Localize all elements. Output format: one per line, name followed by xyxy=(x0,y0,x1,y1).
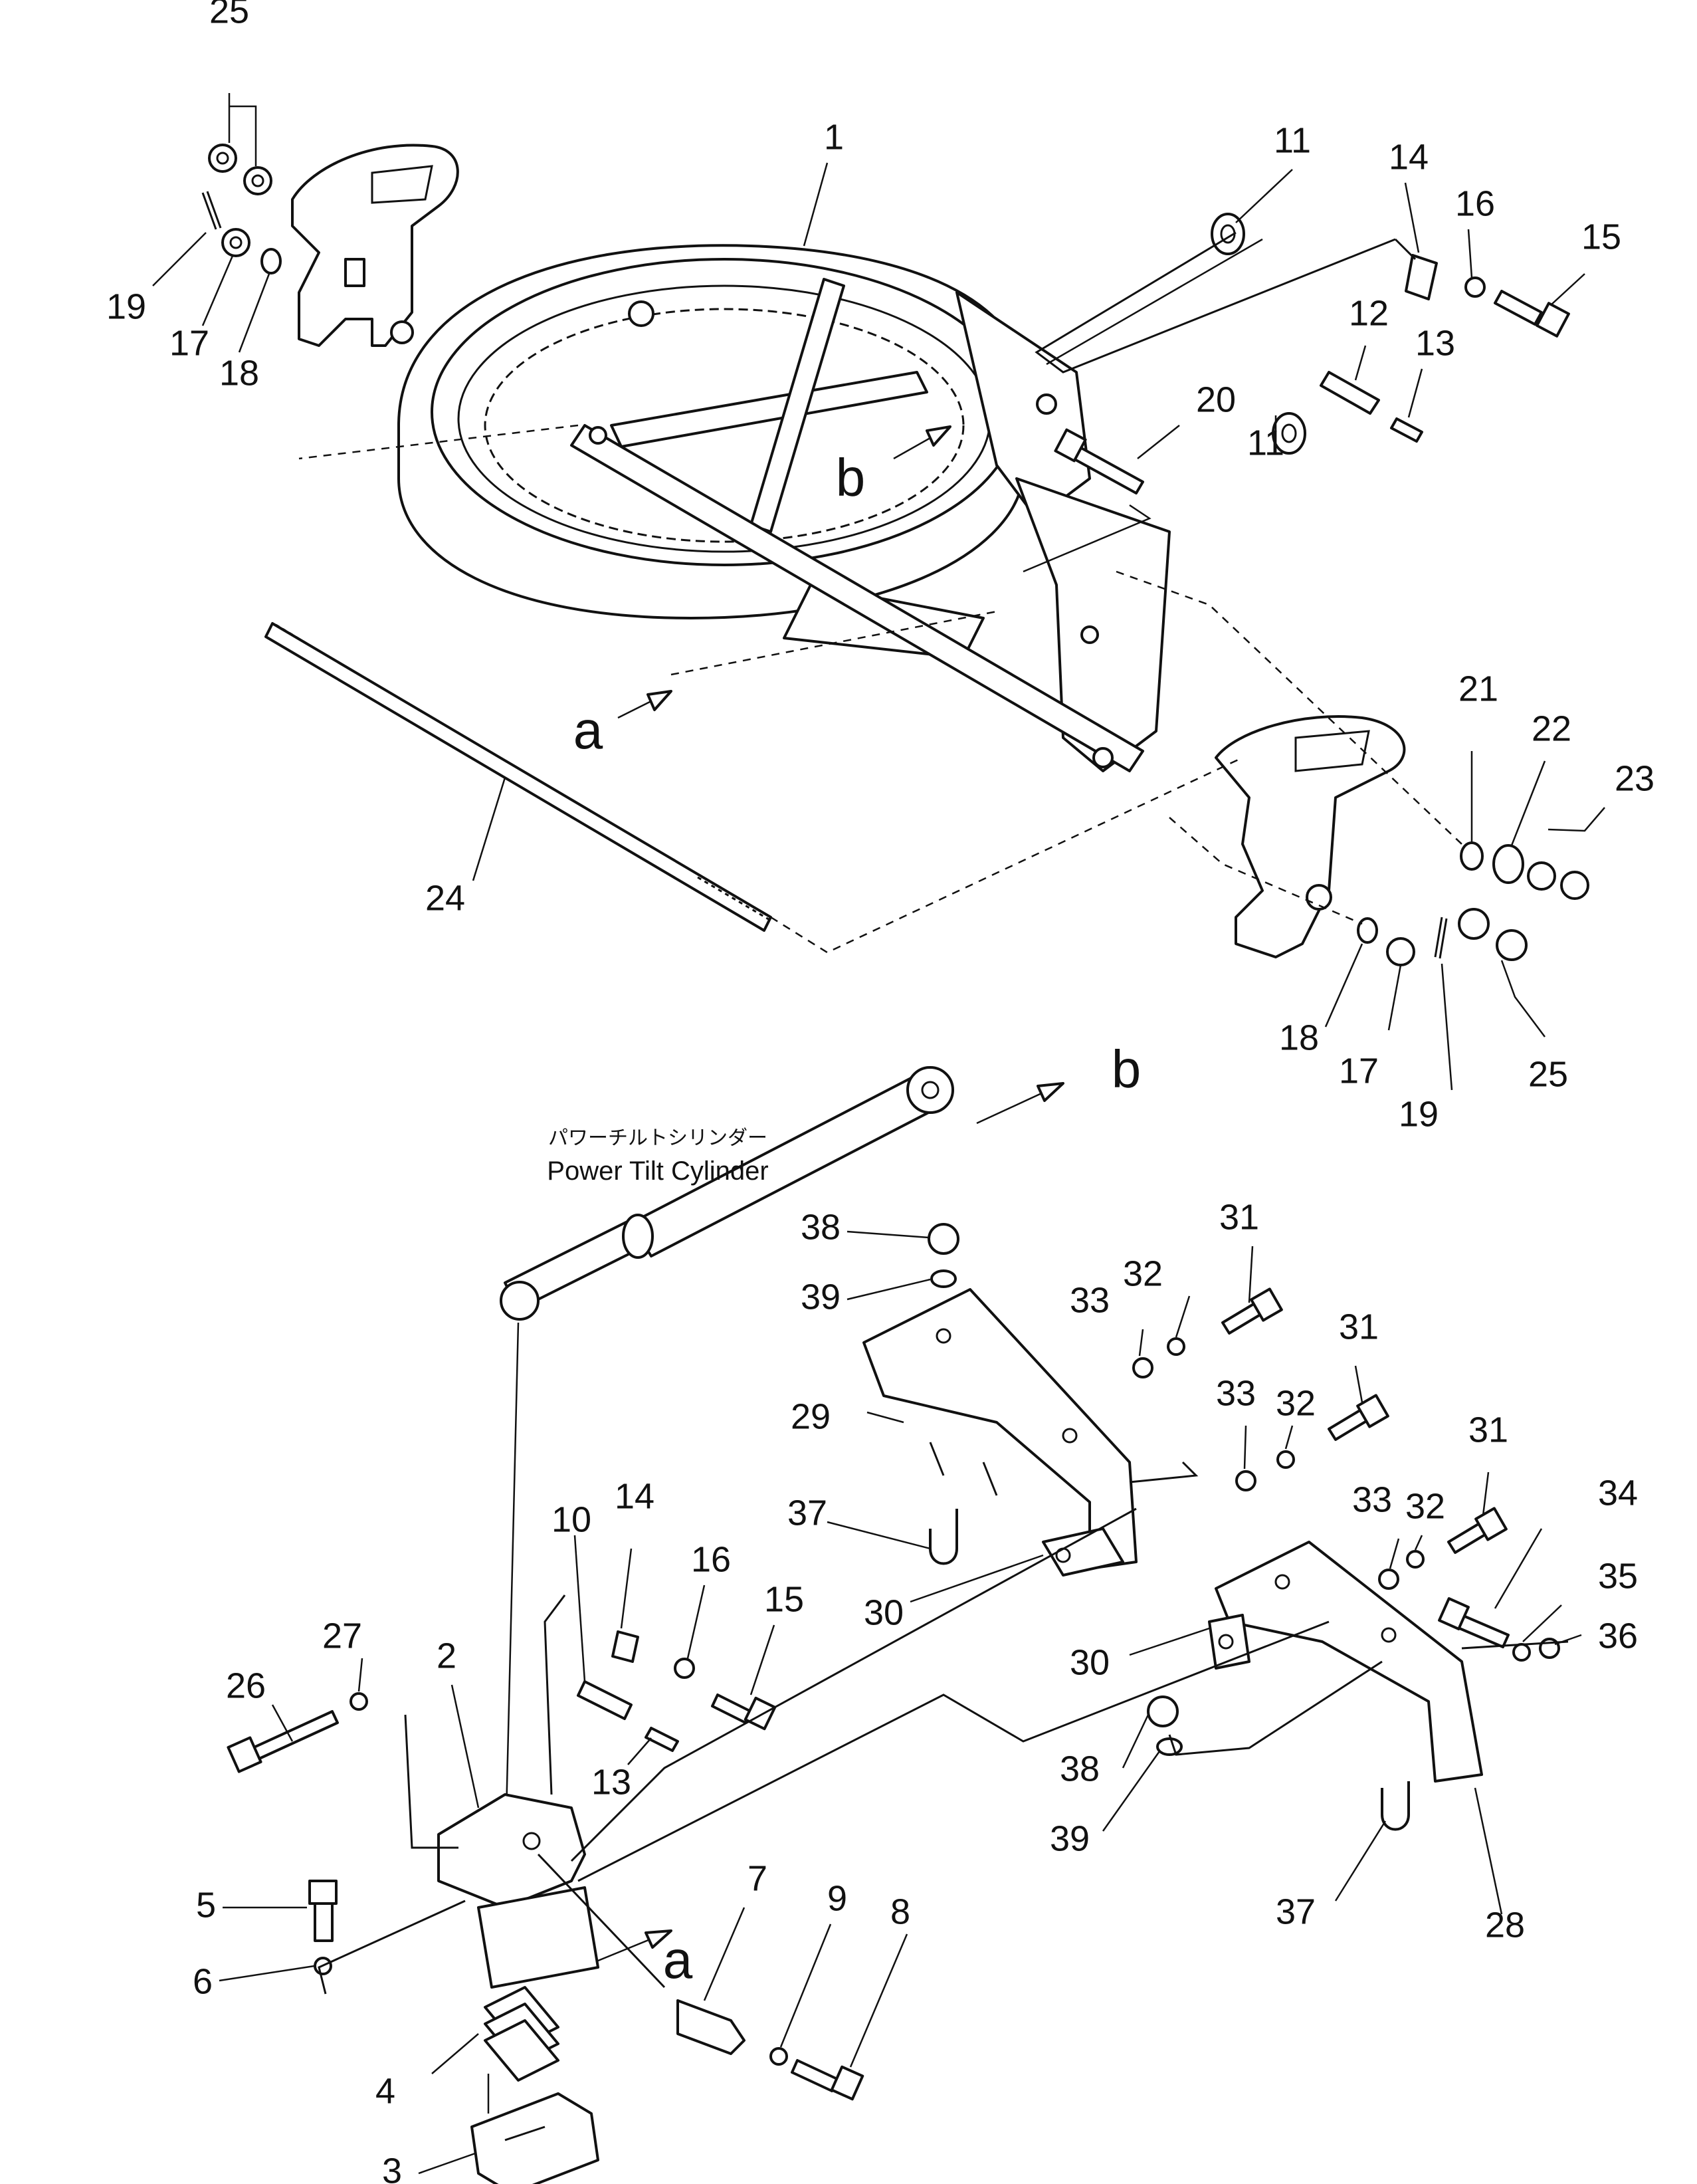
callout-22: 22 xyxy=(1532,709,1571,748)
lower-hardware xyxy=(227,1223,1560,2101)
callout-18-right: 18 xyxy=(1279,1018,1319,1057)
callout-20: 20 xyxy=(1196,380,1236,419)
callout-34: 34 xyxy=(1598,1473,1638,1513)
callout-1: 1 xyxy=(824,117,844,157)
callout-37-bottom: 37 xyxy=(1276,1892,1316,1931)
callout-17-top: 17 xyxy=(169,323,209,363)
callout-14-top: 14 xyxy=(1389,137,1429,177)
callout-25-right: 25 xyxy=(1528,1054,1568,1094)
callout-31-b: 31 xyxy=(1339,1307,1379,1347)
callout-36: 36 xyxy=(1598,1616,1638,1656)
mount-bracket-29 xyxy=(862,1288,1138,1570)
mount-bracket-28 xyxy=(1215,1541,1483,1783)
callout-labels: 25 1 11 14 16 15 19 17 18 12 13 20 11 21… xyxy=(106,0,1654,2184)
callout-27: 27 xyxy=(322,1616,362,1656)
upper-view-arrows xyxy=(597,425,1064,1962)
caption-english: Power Tilt Cylinder xyxy=(547,1156,768,1186)
callout-33-b: 33 xyxy=(1216,1373,1256,1413)
callout-38-top: 38 xyxy=(801,1207,841,1247)
callout-12: 12 xyxy=(1349,293,1389,333)
view-marker-b-top: b xyxy=(836,448,866,507)
callout-2: 2 xyxy=(437,1636,456,1676)
upper-leaders xyxy=(152,93,1605,1091)
callout-25-top: 25 xyxy=(209,0,249,31)
cylinder-caption: パワーチルトシリンダー Power Tilt Cylinder xyxy=(547,1127,768,1186)
callout-16-top: 16 xyxy=(1455,183,1495,223)
callout-21: 21 xyxy=(1458,669,1498,709)
callout-28: 28 xyxy=(1485,1905,1525,1945)
callout-13-bottom: 13 xyxy=(591,1762,631,1802)
callout-31-c: 31 xyxy=(1468,1410,1508,1450)
upper-hardware xyxy=(201,144,1589,966)
callout-18-top: 18 xyxy=(219,353,259,393)
power-tilt-cylinder xyxy=(500,1066,954,1868)
view-marker-a-bottom: a xyxy=(663,1930,693,1989)
callout-35: 35 xyxy=(1598,1556,1638,1596)
shim-stack-4 xyxy=(484,1986,559,2082)
callout-17-right: 17 xyxy=(1339,1051,1379,1091)
callout-24: 24 xyxy=(425,878,465,918)
lower-leaders xyxy=(219,1230,1582,2175)
base-block-3 xyxy=(470,2092,599,2184)
callout-14-bottom: 14 xyxy=(615,1476,654,1516)
callout-19-right: 19 xyxy=(1399,1094,1439,1134)
callout-30-b: 30 xyxy=(1070,1642,1110,1682)
callout-37-top: 37 xyxy=(787,1493,827,1533)
callout-10: 10 xyxy=(551,1499,591,1539)
pivot-block-2 xyxy=(437,1793,599,1989)
callout-30-a: 30 xyxy=(864,1592,904,1632)
callout-15-bottom: 15 xyxy=(764,1579,804,1619)
callout-16-bottom: 16 xyxy=(691,1539,731,1579)
callout-38-bottom: 38 xyxy=(1060,1749,1100,1789)
callout-9: 9 xyxy=(827,1878,847,1918)
callout-39-top: 39 xyxy=(801,1277,841,1317)
view-marker-b-bottom: b xyxy=(1112,1039,1142,1099)
callout-11-mid: 11 xyxy=(1247,423,1284,463)
callout-15-top: 15 xyxy=(1581,217,1621,257)
callout-32-b: 32 xyxy=(1276,1383,1316,1423)
tie-rod xyxy=(264,622,772,932)
callout-13-top: 13 xyxy=(1415,323,1455,363)
ring-gear-frame xyxy=(397,244,1171,772)
callout-33-a: 33 xyxy=(1070,1280,1110,1320)
callout-31-a: 31 xyxy=(1219,1197,1259,1237)
callout-32-c: 32 xyxy=(1405,1486,1445,1526)
callout-7: 7 xyxy=(748,1858,767,1898)
clamp-plates-30 xyxy=(1042,1527,1250,1670)
view-marker-a-top: a xyxy=(573,701,603,760)
callout-32-a: 32 xyxy=(1123,1254,1163,1293)
callout-11-top: 11 xyxy=(1274,120,1311,160)
callout-26: 26 xyxy=(226,1666,266,1705)
view-markers: a b b a xyxy=(573,448,1142,1989)
callout-5: 5 xyxy=(196,1885,216,1925)
callout-29: 29 xyxy=(791,1396,831,1436)
callout-23: 23 xyxy=(1615,758,1654,798)
callout-8: 8 xyxy=(890,1892,910,1931)
callout-6: 6 xyxy=(193,1961,213,2001)
callout-3: 3 xyxy=(382,2151,402,2184)
callout-39-bottom: 39 xyxy=(1050,1818,1090,1858)
left-knuckle-bracket xyxy=(291,144,459,347)
callout-19-top: 19 xyxy=(106,286,146,326)
callout-4: 4 xyxy=(375,2071,395,2111)
right-knuckle-bracket xyxy=(1215,715,1406,958)
caption-japanese: パワーチルトシリンダー xyxy=(548,1127,767,1150)
callout-33-c: 33 xyxy=(1352,1479,1392,1519)
